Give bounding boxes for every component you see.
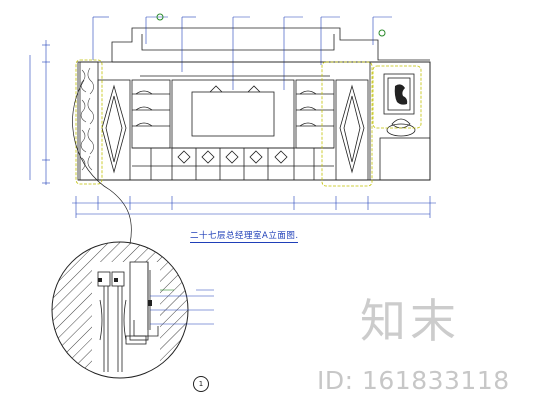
watermark-logo: 知末 (360, 294, 460, 348)
vertical-dimension (29, 40, 50, 185)
annotation-leaders (92, 16, 392, 90)
drawing-title: 二十七层总经理室A立面图. (190, 229, 320, 243)
drawing-title-text: 二十七层总经理室A立面图 (190, 231, 296, 241)
drawing-title-suffix: . (295, 231, 299, 241)
horizontal-dimension (72, 196, 436, 218)
wall-artwork (391, 84, 411, 129)
highlight-outline (75, 59, 422, 187)
detail-leader-curve (72, 79, 132, 245)
wood-grain-panel (80, 67, 94, 171)
detail-tag: 1 (193, 376, 209, 392)
annotation-tag-dot (378, 29, 386, 37)
ceiling-outline (111, 27, 430, 63)
detail-view (51, 241, 214, 379)
watermark-id: ID: 161833118 (317, 366, 510, 395)
annotation-tag-dot (156, 13, 164, 21)
cabinet-wall (77, 61, 431, 181)
